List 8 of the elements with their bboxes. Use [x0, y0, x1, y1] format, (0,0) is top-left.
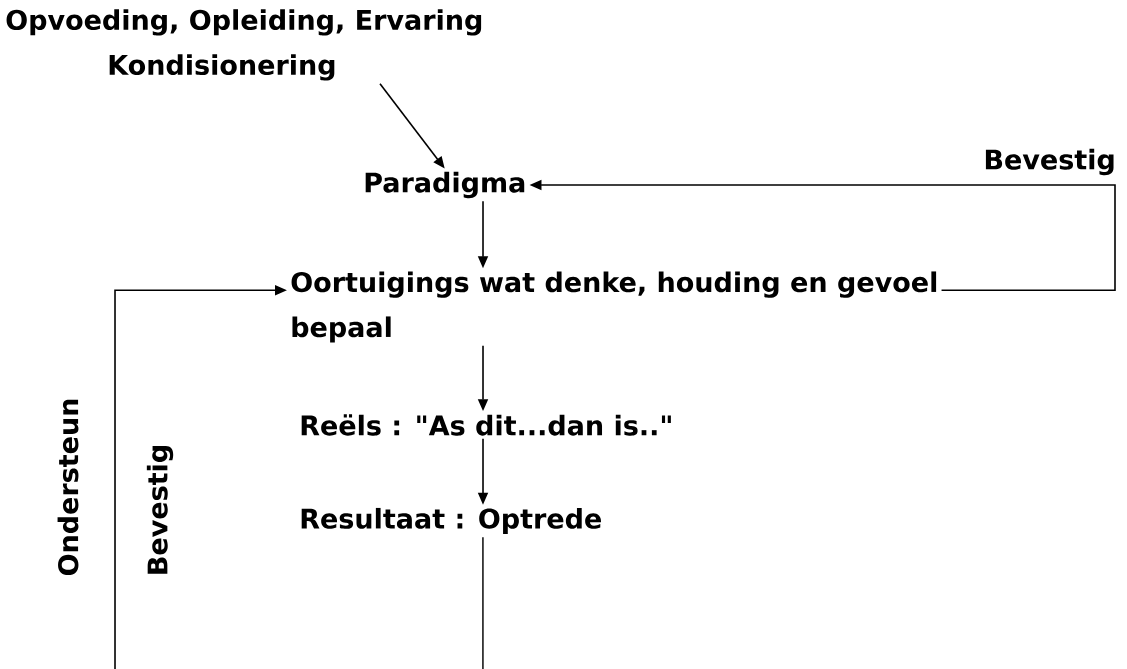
side-label: Bevestig: [146, 446, 174, 574]
side-label: Ondersteun: [57, 399, 79, 576]
edge-label: Bevestig: [985, 148, 1114, 176]
flow-text: Paradigma: [365, 171, 525, 199]
flow-text: Reëls : "As dit...dan is..": [301, 414, 671, 436]
flow-text: Opvoeding, Opleiding, Ervaring Kondisionering: [6, 9, 482, 81]
flow-text: Resultaat : Optrede: [301, 507, 601, 535]
flow-text: Oortuigings wat denke, houding en gevoel bepaal: [291, 271, 937, 343]
